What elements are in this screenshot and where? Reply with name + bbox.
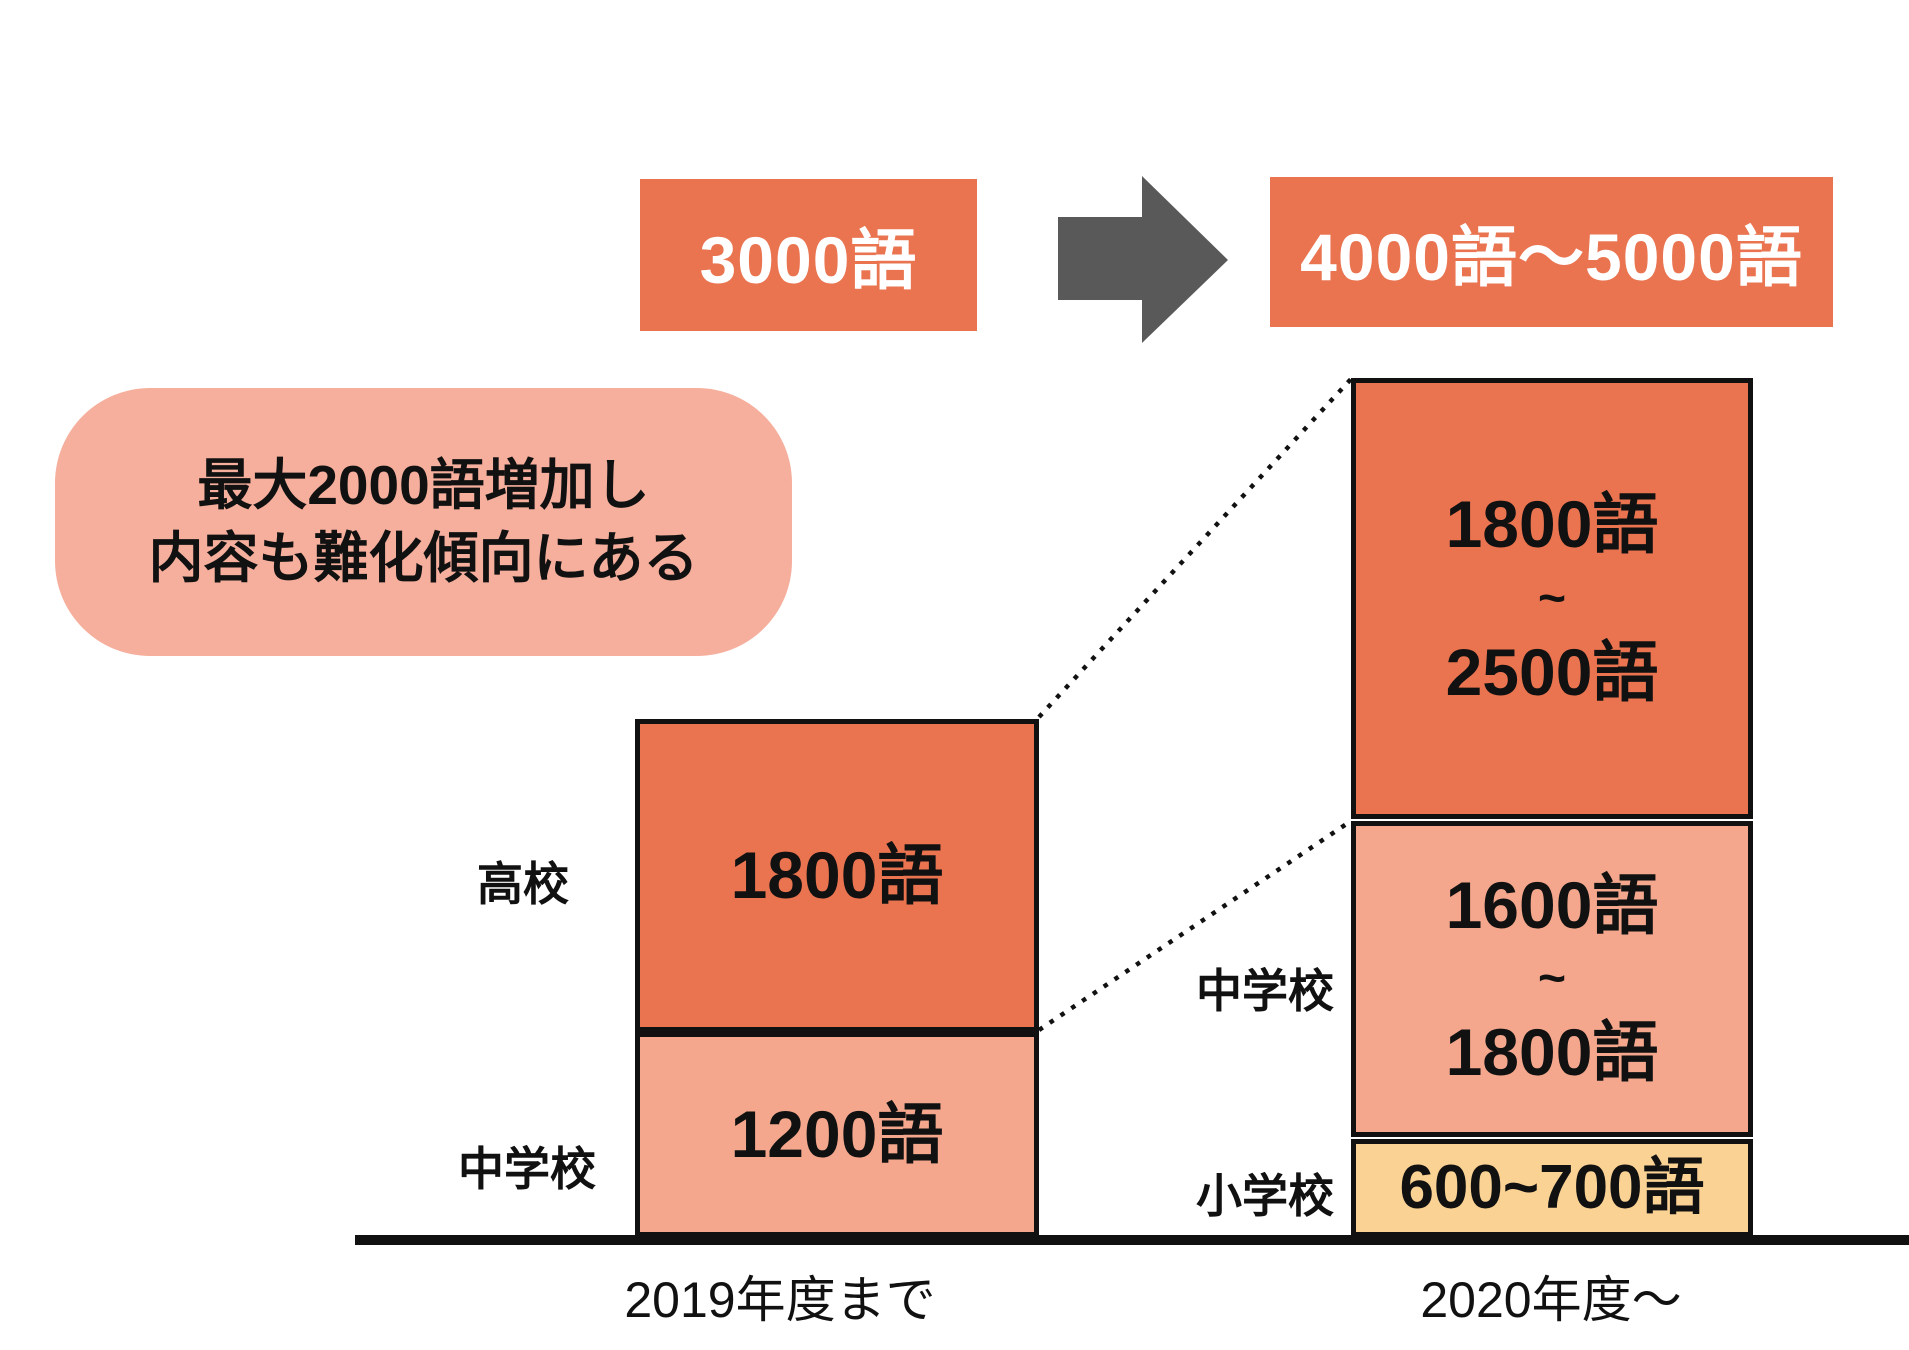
bar-2020-juniorhigh-range-tilde: ~: [1537, 952, 1567, 1005]
bar-2019-segment-juniorhigh: 1200語: [635, 1032, 1039, 1237]
axis-label-2020: 2020年度〜: [1420, 1272, 1682, 1328]
label-juniorhigh-2020: 中学校: [1196, 965, 1334, 1017]
annotation-line-1: 最大2000語増加し: [197, 454, 650, 517]
label-elementary-2020: 小学校: [1196, 1170, 1334, 1222]
bar-2020-elementary-value: 600~700語: [1399, 1153, 1705, 1222]
bar-2020-segment-highschool: 1800語 ~ 2500語: [1351, 378, 1753, 819]
label-juniorhigh-2019: 中学校: [458, 1143, 596, 1195]
bar-2019-segment-highschool: 1800語: [635, 719, 1039, 1032]
axis-label-2019: 2019年度まで: [624, 1272, 936, 1328]
bar-2020-segment-elementary: 600~700語: [1351, 1139, 1753, 1237]
bar-2020-juniorhigh-value-min: 1600語: [1445, 867, 1659, 942]
bar-2019-juniorhigh-value: 1200語: [730, 1096, 944, 1171]
total-after-label: 4000語〜5000語: [1300, 220, 1803, 294]
label-highschool-2019: 高校: [477, 858, 569, 910]
annotation-line-2: 内容も難化傾向にある: [148, 527, 699, 589]
bar-2020-segment-juniorhigh: 1600語 ~ 1800語: [1351, 821, 1753, 1137]
bar-2020-highschool-value-min: 1800語: [1445, 487, 1659, 562]
baseline-axis: [355, 1235, 1909, 1245]
annotation-bubble: 最大2000語増加し 内容も難化傾向にある: [55, 388, 792, 656]
bar-2019-highschool-value: 1800語: [730, 837, 944, 912]
arrow-right-icon: [1058, 217, 1144, 300]
total-before-label: 3000語: [699, 223, 918, 297]
total-after-box: 4000語〜5000語: [1270, 177, 1833, 327]
arrow-right-icon-head: [1142, 176, 1228, 343]
bar-2020-highschool-range-tilde: ~: [1537, 571, 1567, 625]
bar-2020-juniorhigh-value-max: 1800語: [1445, 1015, 1659, 1089]
dotted-connector-top: [1037, 377, 1353, 719]
bar-2020-highschool-value-max: 2500語: [1445, 634, 1659, 709]
total-before-box: 3000語: [640, 179, 977, 331]
